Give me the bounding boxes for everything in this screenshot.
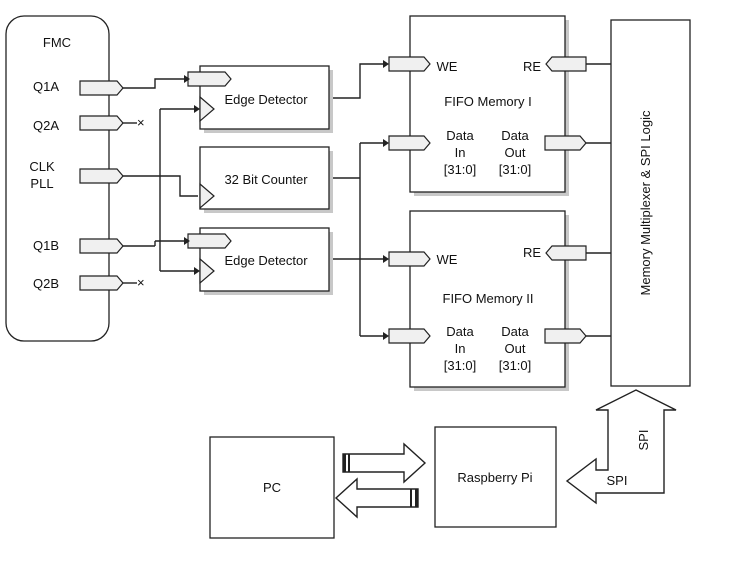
pc-block: PC	[209, 436, 335, 539]
fmc-q2a-label: Q2A	[33, 118, 59, 133]
fmc-pll-label: PLL	[30, 176, 53, 191]
raspberry-pi-label: Raspberry Pi	[457, 470, 532, 485]
fifo-2-data-out-port	[544, 328, 587, 344]
fmc-q1b-label: Q1B	[33, 238, 59, 253]
fifo-2-data-out-line3: [31:0]	[499, 358, 532, 373]
fmc-q1a-label: Q1A	[33, 79, 59, 94]
raspberry-pi-block: Raspberry Pi	[434, 426, 557, 528]
fmc-block: FMC Q1A Q2A CLK PLL Q1B Q2B	[5, 15, 110, 342]
fifo-1-data-in-port	[388, 135, 431, 151]
fifo-2-we-port	[388, 251, 431, 267]
fifo-1-data-in-line3: [31:0]	[444, 162, 477, 177]
edge-detector-top: Edge Detector	[187, 65, 333, 133]
fifo-wiring	[333, 60, 389, 340]
edge-detector-bottom-label: Edge Detector	[224, 253, 308, 268]
fmc-title: FMC	[43, 35, 71, 50]
fifo-1-data-out-line1: Data	[501, 128, 529, 143]
fifo-2-data-in-line1: Data	[446, 324, 474, 339]
fmc-q2b-port	[79, 275, 124, 291]
pc-to-pi-arrow	[342, 442, 427, 484]
input-wiring	[123, 75, 200, 275]
edge-detector-bottom: Edge Detector	[187, 227, 333, 295]
fifo-1-we-label: WE	[437, 59, 458, 74]
pc-label: PC	[263, 480, 281, 495]
fifo-1-data-out-line2: Out	[505, 145, 526, 160]
fifo-1-re-port	[545, 56, 587, 72]
q2a-no-connect: ×	[123, 115, 145, 130]
svg-text:×: ×	[137, 115, 145, 130]
fifo-2-re-label: RE	[523, 245, 541, 260]
pi-to-pc-arrow	[334, 477, 419, 519]
fmc-q2b-label: Q2B	[33, 276, 59, 291]
spi-arrow: SPI SPI	[565, 389, 677, 505]
fifo-memory-2: FIFO Memory II WE RE Data In [31:0] Data…	[388, 210, 587, 391]
fifo-2-data-in-port	[388, 328, 431, 344]
fmc-clk-label: CLK	[29, 159, 55, 174]
edge-bottom-data-port	[187, 233, 232, 249]
fifo-1-data-out-port	[544, 135, 587, 151]
svg-text:×: ×	[137, 275, 145, 290]
fifo-2-we-label: WE	[437, 252, 458, 267]
counter-clock-port	[199, 182, 215, 210]
fmc-q2a-port	[79, 115, 124, 131]
q2b-no-connect: ×	[123, 275, 145, 290]
fifo-2-title: FIFO Memory II	[443, 291, 534, 306]
fifo-1-re-label: RE	[523, 59, 541, 74]
fifo-2-data-in-line3: [31:0]	[444, 358, 477, 373]
fmc-clk-port	[79, 168, 124, 184]
fifo-1-data-in-line1: Data	[446, 128, 474, 143]
mux-wiring	[586, 63, 611, 337]
fifo-memory-1: FIFO Memory I WE RE Data In [31:0] Data …	[388, 15, 587, 196]
counter-label: 32 Bit Counter	[224, 172, 308, 187]
fmc-q1b-port	[79, 238, 124, 254]
fifo-2-data-out-line1: Data	[501, 324, 529, 339]
edge-top-data-port	[187, 71, 232, 87]
fifo-2-data-out-line2: Out	[505, 341, 526, 356]
counter-block: 32 Bit Counter	[199, 146, 333, 213]
edge-detector-top-label: Edge Detector	[224, 92, 308, 107]
fifo-1-data-out-line3: [31:0]	[499, 162, 532, 177]
fifo-1-data-in-line2: In	[455, 145, 466, 160]
spi-vertical-label: SPI	[636, 430, 651, 451]
fifo-2-re-port	[545, 245, 587, 261]
spi-horizontal-label: SPI	[607, 473, 628, 488]
fifo-2-data-in-line2: In	[455, 341, 466, 356]
mux-block: Memory Multiplexer & SPI Logic	[610, 19, 691, 387]
fifo-1-title: FIFO Memory I	[444, 94, 531, 109]
fmc-q1a-port	[79, 80, 124, 96]
mux-label: Memory Multiplexer & SPI Logic	[638, 110, 653, 295]
fifo-1-we-port	[388, 56, 431, 72]
